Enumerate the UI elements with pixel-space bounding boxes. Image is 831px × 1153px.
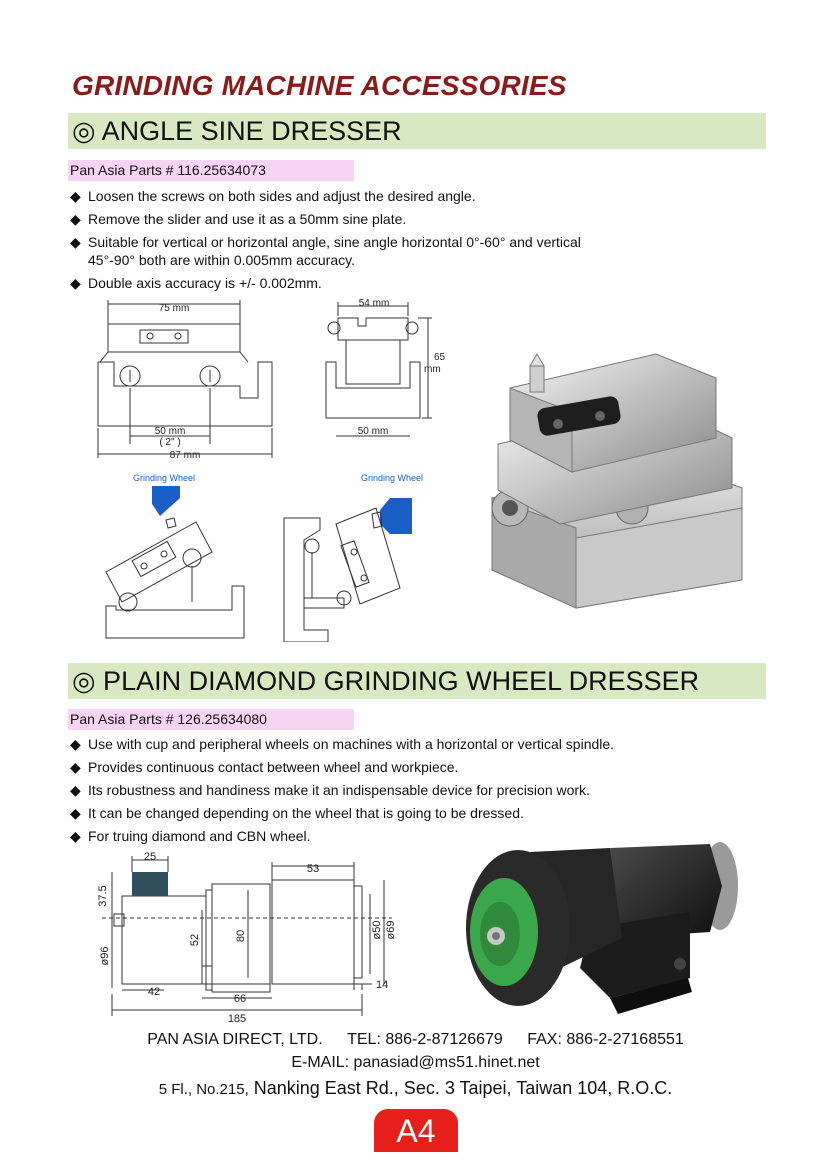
feature-item: For truing diamond and CBN wheel. <box>70 827 690 845</box>
dim-label: 50 mm <box>358 426 389 437</box>
section-heading-angle-sine-dresser: ◎ ANGLE SINE DRESSER <box>68 113 766 149</box>
feature-item: Double axis accuracy is +/- 0.002mm. <box>70 274 690 292</box>
feature-item: Remove the slider and use it as a 50mm s… <box>70 210 690 228</box>
dim-label: 52 <box>189 934 201 946</box>
dim-label: ø69 <box>385 921 397 940</box>
dim-label: ø96 <box>99 947 111 966</box>
dim-label: 66 <box>234 993 246 1005</box>
feature-item: Provides continuous contact between whee… <box>70 758 690 776</box>
part-number-tag: Pan Asia Parts # 116.25634073 <box>68 160 354 181</box>
dim-label: 25 <box>144 851 156 863</box>
dim-label: 37.5 <box>97 885 109 906</box>
wheel-dresser-drawing: 25 53 37.5 52 80 ø50 ø69 ø96 42 66 14 18… <box>97 851 397 1022</box>
dim-label: 14 <box>376 979 388 991</box>
feature-item: Suitable for vertical or horizontal angl… <box>70 233 628 269</box>
dim-label: 54 mm <box>359 298 390 309</box>
dim-label: ( 2" ) <box>159 437 180 448</box>
section-heading-text: ◎ PLAIN DIAMOND GRINDING WHEEL DRESSER <box>72 665 700 696</box>
dim-label: 53 <box>307 863 319 875</box>
telephone: TEL: 886-2-87126679 <box>347 1031 503 1048</box>
feature-list: Use with cup and peripheral wheels on ma… <box>70 735 690 850</box>
dim-label: 65 <box>434 352 446 363</box>
feature-list: Loosen the screws on both sides and adju… <box>70 187 690 297</box>
dim-label: mm <box>424 364 441 375</box>
diamond-holder-block <box>132 872 168 896</box>
side-view-drawing: 54 mm 65 mm 50 mm <box>325 298 446 437</box>
front-view-drawing: 75 mm 50 mm ( 2" ) 87 mm <box>97 300 273 461</box>
company-name: PAN ASIA DIRECT, LTD. <box>147 1031 323 1048</box>
dim-label: 50 mm <box>155 426 186 437</box>
footer-email: E-MAIL: panasiad@ms51.hinet.net <box>291 1054 540 1071</box>
dim-label: 185 <box>228 1013 246 1022</box>
page-number-badge: A4 <box>374 1109 458 1152</box>
section-heading-text: ◎ ANGLE SINE DRESSER <box>72 115 402 146</box>
address-part: 5 Fl., No.215, <box>158 1081 249 1098</box>
footer-address: 5 Fl., No.215, Nanking East Rd., Sec. 3 … <box>0 1078 831 1099</box>
dim-label: 87 mm <box>170 450 201 461</box>
address-part: Nanking East Rd., Sec. 3 Taipei, Taiwan … <box>248 1078 673 1098</box>
fax: FAX: 886-2-27168551 <box>527 1031 684 1048</box>
grinding-wheel-label: Grinding Wheel <box>133 473 195 483</box>
dim-label: 75 mm <box>159 303 190 314</box>
dim-label: 42 <box>148 986 160 998</box>
angle-sine-dresser-photo <box>491 353 743 609</box>
dim-label: ø50 <box>371 921 383 940</box>
feature-item: Loosen the screws on both sides and adju… <box>70 187 690 205</box>
wheel-dresser-photo <box>466 842 738 1014</box>
feature-item: It can be changed depending on the wheel… <box>70 804 690 822</box>
dim-label: 80 <box>235 930 247 942</box>
part-number-tag: Pan Asia Parts # 126.25634080 <box>68 709 354 730</box>
section-heading-plain-diamond-dresser: ◎ PLAIN DIAMOND GRINDING WHEEL DRESSER <box>68 663 766 699</box>
footer-contact-line: PAN ASIA DIRECT, LTD. TEL: 886-2-8712667… <box>0 1031 831 1049</box>
grinding-diagram-vertical: Grinding Wheel <box>283 473 423 642</box>
feature-item: Its robustness and handiness make it an … <box>70 781 690 799</box>
grinding-diagram-horizontal: Grinding Wheel <box>105 473 245 639</box>
feature-item: Use with cup and peripheral wheels on ma… <box>70 735 690 753</box>
grinding-wheel-label: Grinding Wheel <box>361 473 423 483</box>
page-title: GRINDING MACHINE ACCESSORIES <box>72 70 567 101</box>
